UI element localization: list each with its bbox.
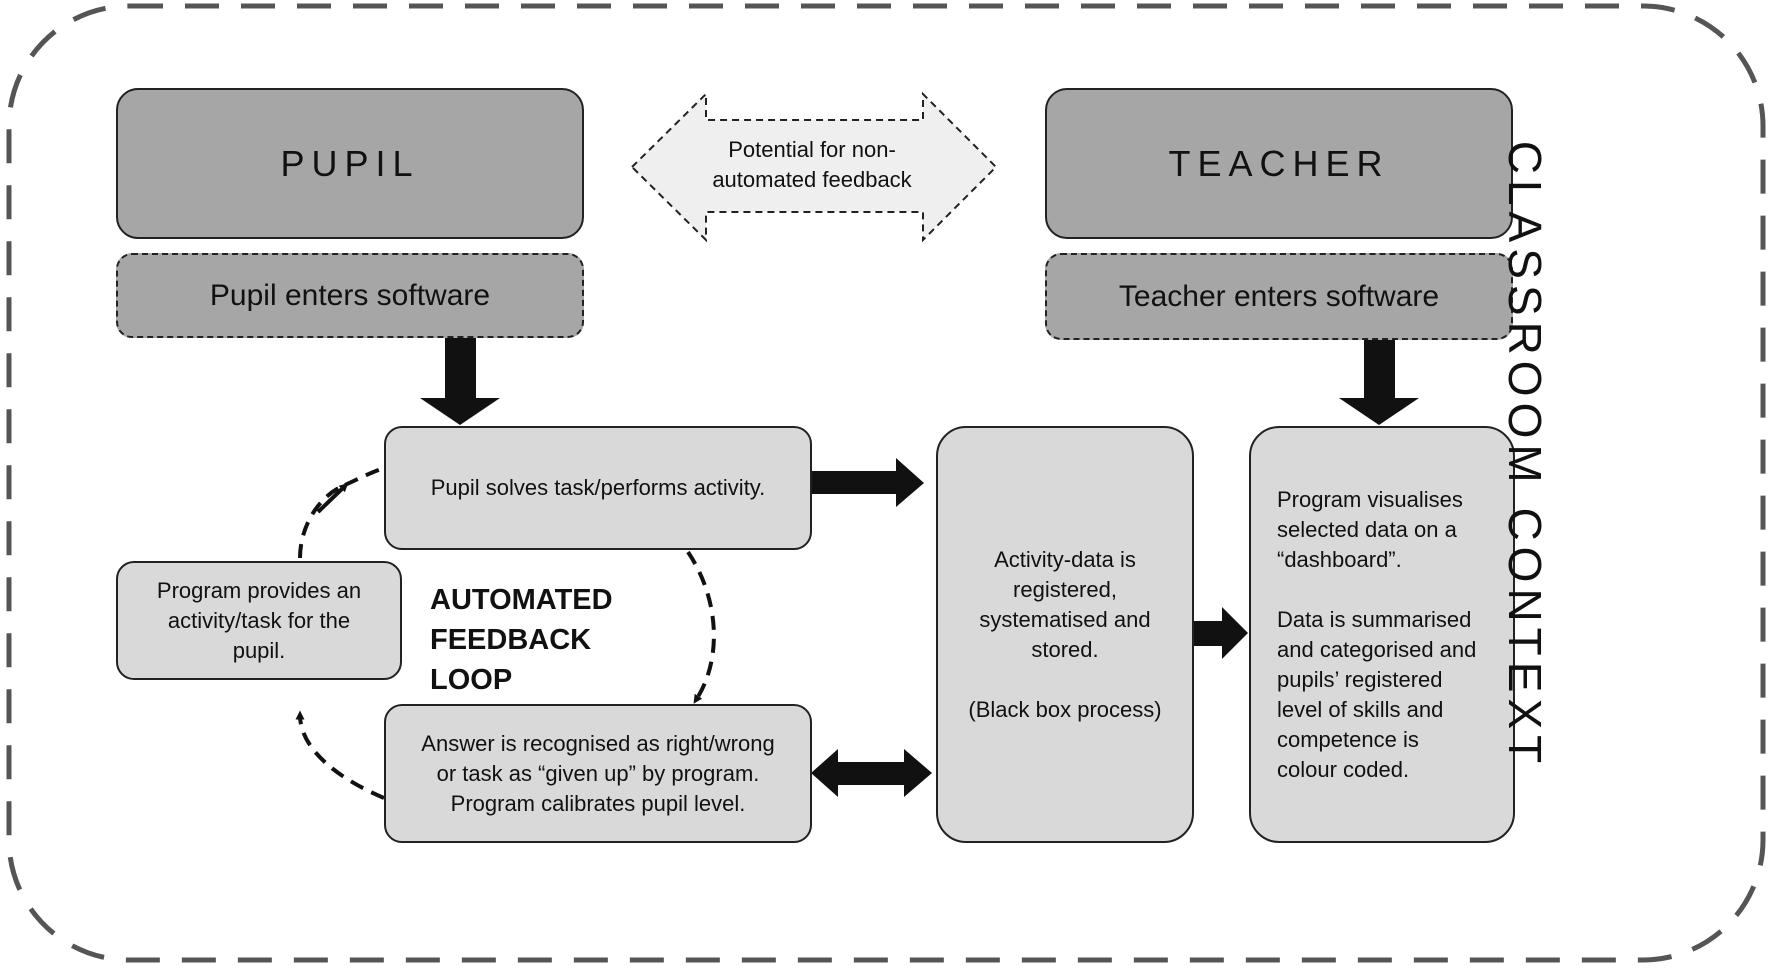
- dashboard-box: Program visualises selected data on a “d…: [1249, 426, 1515, 843]
- teacher-down-arrow: [1339, 338, 1419, 425]
- answer-recognised-text: Answer is recognised as right/wrong or t…: [421, 730, 775, 816]
- automated-feedback-loop-label: AUTOMATED FEEDBACK LOOP: [430, 584, 613, 696]
- classroom-frame: [6, 3, 1766, 963]
- data-answer-double-arrow: [811, 749, 932, 797]
- non-automated-feedback-arrow: [630, 91, 998, 243]
- loop-arc-provide-to-solve: [298, 466, 385, 559]
- pupil-entry-label: Pupil enters software: [209, 278, 491, 312]
- feedback-arrow-label: Potential for non- automated feedback: [712, 137, 912, 192]
- dashboard-text: Program visualises selected data on a “d…: [1277, 486, 1477, 782]
- pupil-down-arrow: [420, 338, 500, 425]
- solve-to-data-arrow: [811, 458, 924, 507]
- pupil-actor-box: PUPIL: [116, 88, 584, 239]
- teacher-entry-box: Teacher enters software: [1045, 253, 1513, 340]
- data-to-dashboard-arrow: [1193, 607, 1248, 659]
- black-box-process-box: Activity-data is registered, systematise…: [936, 426, 1194, 843]
- teacher-actor-box: TEACHER: [1045, 88, 1513, 239]
- teacher-entry-label: Teacher enters software: [1118, 279, 1440, 313]
- pupil-actor-label: PUPIL: [280, 142, 420, 184]
- program-provides-box: Program provides an activity/task for th…: [116, 561, 402, 680]
- pupil-solves-box: Pupil solves task/performs activity.: [384, 426, 812, 550]
- loop-arc-answer-to-provide: [295, 710, 385, 800]
- classroom-context-label: CLASSROOM CONTEXT: [1499, 140, 1551, 770]
- black-box-process-text: Activity-data is registered, systematise…: [968, 546, 1162, 722]
- loop-arc-provide-to-solve-head: [316, 482, 349, 514]
- pupil-entry-box: Pupil enters software: [116, 253, 584, 338]
- program-provides-text: Program provides an activity/task for th…: [156, 577, 362, 663]
- loop-arc-solve-to-answer: [686, 550, 716, 704]
- answer-recognised-box: Answer is recognised as right/wrong or t…: [384, 704, 812, 843]
- pupil-solves-text: Pupil solves task/performs activity.: [430, 475, 766, 500]
- teacher-actor-label: TEACHER: [1168, 142, 1390, 184]
